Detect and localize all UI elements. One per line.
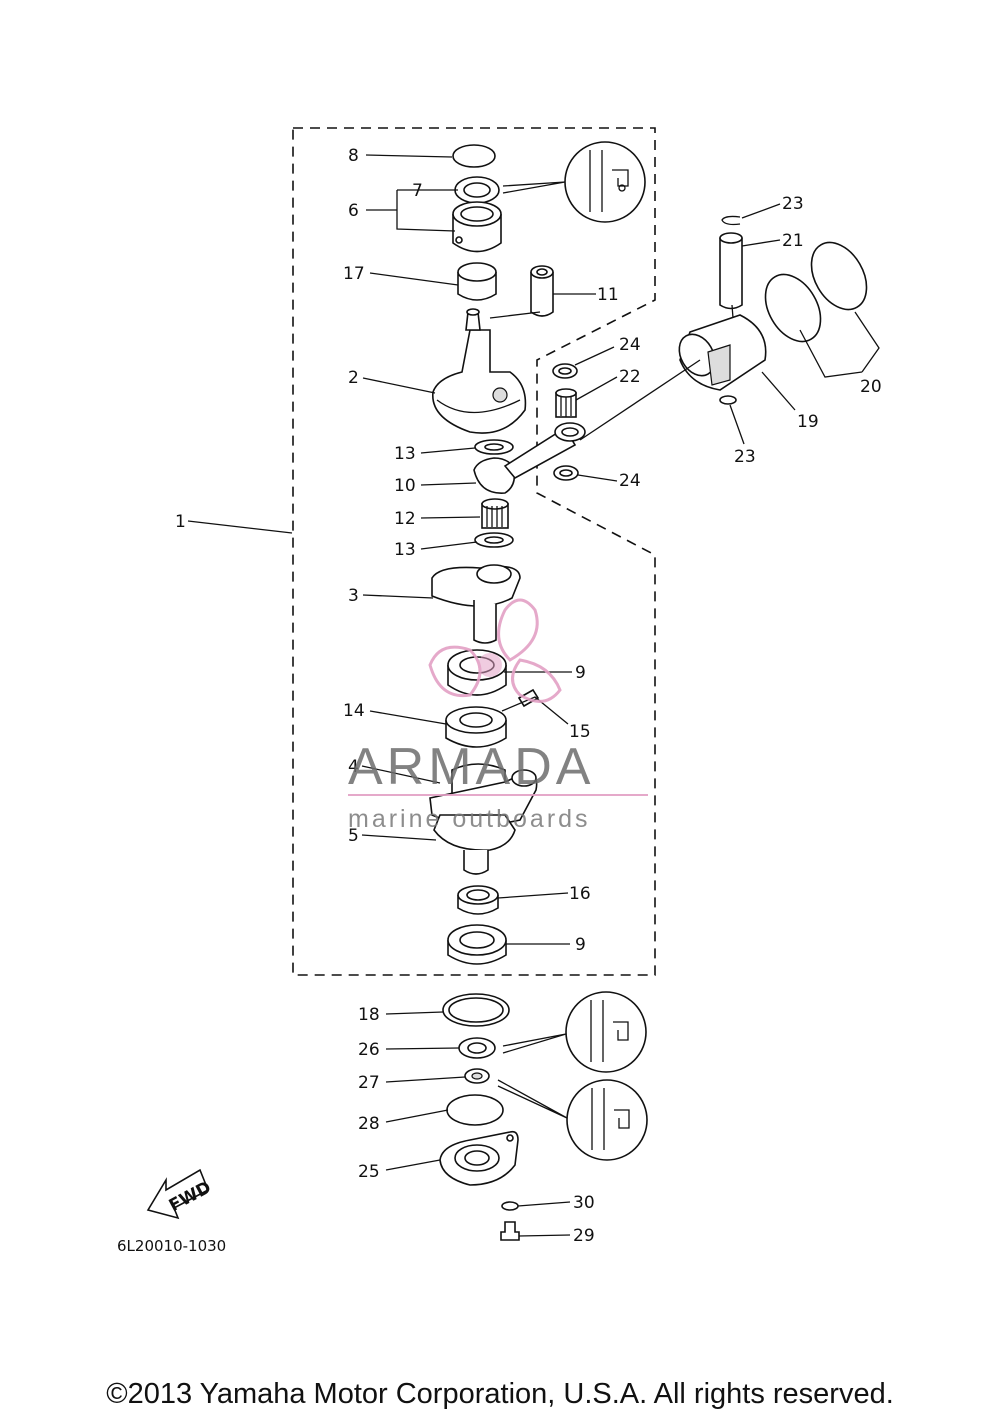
part-8-o-ring [452, 144, 496, 168]
part-7-oil-seal [454, 176, 500, 204]
part-25-lower-housing [439, 1130, 519, 1186]
copyright-notice: ©2013 Yamaha Motor Corporation, U.S.A. A… [106, 1378, 894, 1410]
label-22: 22 [619, 367, 641, 387]
part-13-thrust-washer-upper [474, 439, 514, 455]
part-28-o-ring [446, 1094, 504, 1126]
part-16-bushing [457, 885, 499, 915]
label-25: 25 [358, 1162, 380, 1182]
label-9-lower: 9 [575, 935, 586, 955]
label-10: 10 [394, 476, 416, 496]
part-9-ball-bearing-lower [447, 924, 507, 965]
label-8: 8 [348, 146, 359, 166]
leader-lines [187, 154, 880, 1237]
fwd-arrow-icon: FWD [146, 1168, 215, 1220]
part-23-clip-bottom [719, 395, 737, 405]
label-18: 18 [358, 1005, 380, 1025]
label-30: 30 [573, 1193, 595, 1213]
label-14: 14 [343, 701, 365, 721]
part-13-thrust-washer-lower [474, 532, 514, 548]
label-17: 17 [343, 264, 365, 284]
part-14-gear [445, 706, 507, 748]
label-3: 3 [348, 586, 359, 606]
part-24-washer-upper [552, 363, 578, 379]
part-21-piston-pin [719, 232, 743, 310]
part-23-clip-top [721, 215, 741, 226]
label-7: 7 [412, 181, 423, 201]
label-15: 15 [569, 722, 591, 742]
crankshaft-assembly-boundary [292, 127, 656, 976]
label-26: 26 [358, 1040, 380, 1060]
label-28: 28 [358, 1114, 380, 1134]
label-13-lower: 13 [394, 540, 416, 560]
part-18-o-ring [442, 993, 510, 1027]
label-24-upper: 24 [619, 335, 641, 355]
part-2-crank-upper [432, 308, 527, 434]
label-5: 5 [348, 826, 359, 846]
part-17-bushing [457, 262, 497, 301]
part-26-oil-seal [458, 1037, 496, 1059]
label-20: 20 [860, 377, 882, 397]
label-13-upper: 13 [394, 444, 416, 464]
label-21: 21 [782, 231, 804, 251]
part-11-pin [530, 265, 554, 317]
watermark-brand: ARMADA [348, 738, 594, 796]
label-1: 1 [175, 512, 186, 532]
detail-callout-bottom [497, 1079, 648, 1161]
part-30-washer [501, 1201, 519, 1211]
label-2: 2 [348, 368, 359, 388]
part-20-piston-rings [764, 241, 868, 343]
part-10-connecting-rod [473, 422, 586, 494]
part-27-oil-seal [464, 1068, 490, 1084]
label-16: 16 [569, 884, 591, 904]
part-6-bearing [452, 201, 502, 253]
label-11: 11 [597, 285, 619, 305]
detail-callout-top [502, 141, 646, 223]
label-23-bottom: 23 [734, 447, 756, 467]
label-24-lower: 24 [619, 471, 641, 491]
label-23-top: 23 [782, 194, 804, 214]
label-9-upper: 9 [575, 663, 586, 683]
label-4: 4 [348, 757, 359, 777]
detail-callout-middle [502, 991, 647, 1073]
part-22-needle-bearing [555, 388, 577, 418]
part-19-piston [678, 314, 767, 391]
part-29-bolt [500, 1221, 520, 1241]
label-29: 29 [573, 1226, 595, 1246]
part-24-washer-lower [553, 465, 579, 481]
diagram-code: 6L20010-1030 [117, 1237, 226, 1255]
part-labels: 1 2 3 4 5 6 7 8 9 9 10 11 12 13 13 14 15… [175, 146, 882, 1246]
watermark-logo-icon [348, 598, 648, 796]
part-4-5-crank-lower [429, 763, 538, 875]
label-19: 19 [797, 412, 819, 432]
watermark-tagline: marine outboards [348, 805, 591, 833]
label-6: 6 [348, 201, 359, 221]
part-12-needle-bearing [481, 498, 509, 529]
part-3-crank-web [431, 564, 521, 644]
label-12: 12 [394, 509, 416, 529]
label-27: 27 [358, 1073, 380, 1093]
